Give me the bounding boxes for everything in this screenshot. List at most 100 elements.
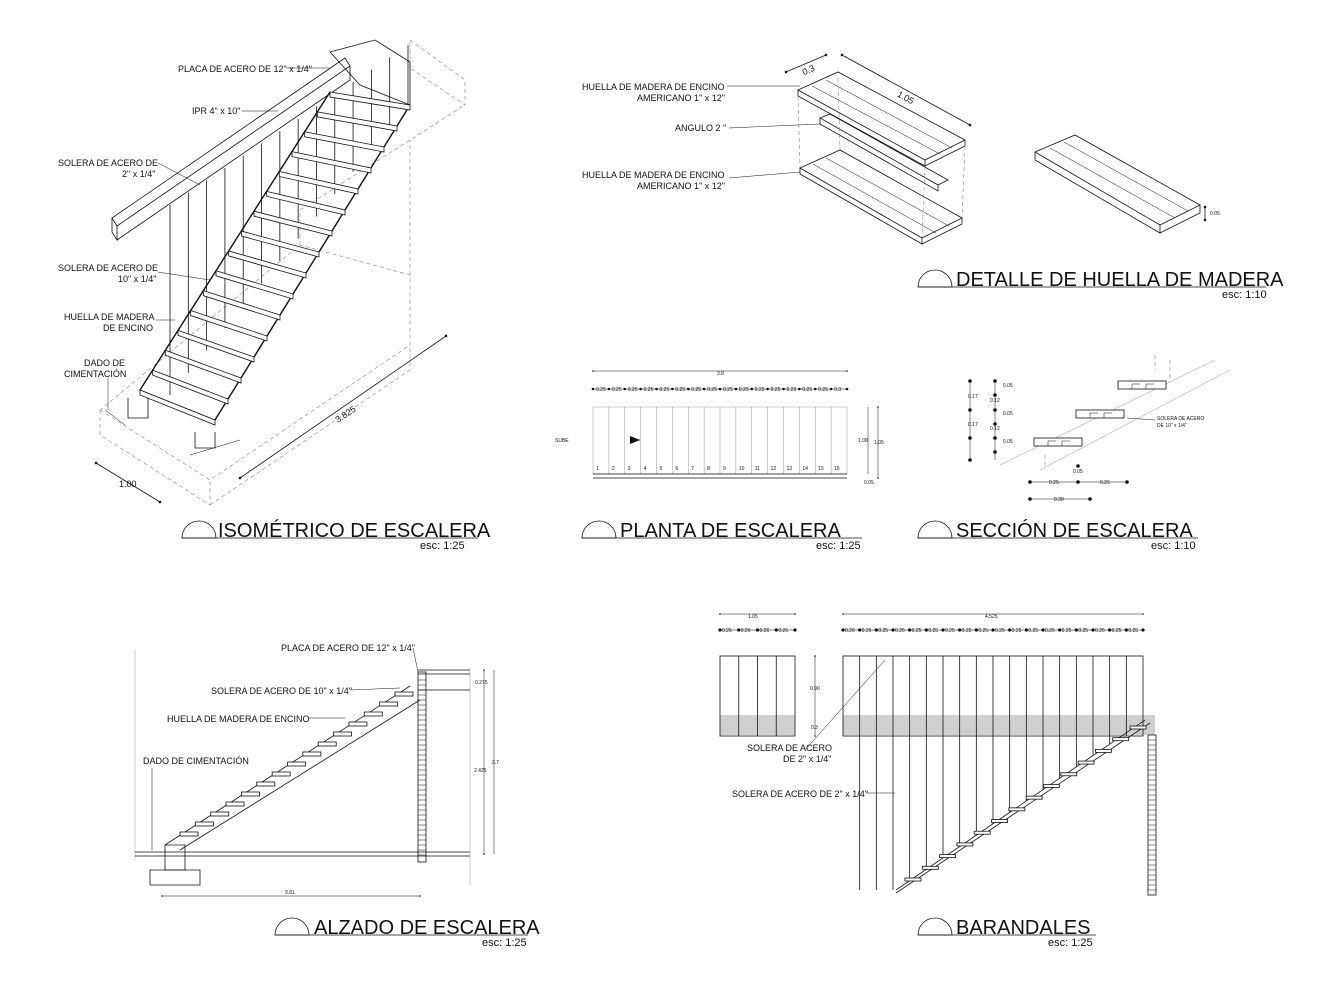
barandal-dimension-dots: [718, 628, 1145, 632]
barandal-step: [1094, 748, 1112, 753]
iso-label-huella-l1: HUELLA DE MADERA: [64, 312, 155, 322]
barandal-right-spacing-3: 0.25: [878, 628, 888, 634]
barandal-dim-dot: [1108, 628, 1112, 632]
seccion-dim-bottom-1: 0.05: [1073, 469, 1083, 475]
alzado-label-solera: SOLERA DE ACERO DE 10" x 1/4": [211, 686, 352, 696]
planta-step-10: 10: [739, 466, 745, 472]
barandal-right-spacing-12: 0.25: [1028, 628, 1038, 634]
iso-tread: [164, 349, 242, 384]
alzado-tread: [225, 801, 245, 807]
alzado-tread: [348, 721, 368, 727]
barandal-label-1-l2: DE 2" x 1/4": [783, 754, 831, 764]
planta-step-3: 3: [628, 466, 631, 472]
barandal-step: [921, 865, 939, 870]
planta-tick: [623, 387, 627, 391]
planta-tick: [813, 387, 817, 391]
barandal-title-block: BARANDALES esc: 1:25: [917, 917, 1096, 949]
barandal-step: [991, 819, 1008, 823]
barandal-right-spacing-16: 0.25: [1095, 628, 1105, 634]
planta-step-7: 7: [691, 466, 694, 472]
seccion-dim-left-2: 0.12: [990, 398, 1000, 404]
seccion-tread: [1033, 437, 1083, 447]
seccion-dim-dot: [993, 422, 997, 426]
barandal-dim-dot: [1074, 628, 1078, 632]
barandal-label-2: SOLERA DE ACERO DE 2" x 1/4": [732, 789, 868, 799]
barandal-right-spacing-7: 0.25: [945, 628, 955, 634]
barandal-step: [1025, 795, 1043, 800]
planta-tick: [591, 387, 595, 391]
barandal-step: [1077, 760, 1095, 765]
barandal-dim-dot: [1091, 628, 1095, 632]
alzado-tread: [317, 741, 337, 747]
iso-tread: [177, 329, 255, 363]
barandal-dim-dot: [891, 628, 895, 632]
planta-spacing-3: 0.25: [628, 387, 638, 393]
stair-section-drawing: [969, 355, 1231, 500]
seccion-dim-left-1: 0.17: [968, 394, 978, 400]
planta-spacing-14: 0.25: [802, 387, 812, 393]
seccion-dim-dot: [993, 450, 997, 454]
barandal-title: BARANDALES: [956, 917, 1091, 939]
barandal-dim-dot: [793, 628, 797, 632]
planta-step-4: 4: [644, 466, 647, 472]
barandal-right-spacing-4: 0.25: [895, 628, 905, 634]
planta-step-15: 15: [818, 466, 824, 472]
seccion-dim-dot: [1028, 480, 1032, 484]
seccion-dim-dot: [993, 393, 997, 397]
planta-spacing-7: 0.25: [691, 387, 701, 393]
iso-label-placa: PLACA DE ACERO DE 12" x 1/4": [178, 64, 312, 74]
alzado-tread: [333, 731, 352, 737]
planta-tick: [766, 387, 769, 391]
alzado-tread: [379, 701, 399, 707]
seccion-title-block: SECCIÓN DE ESCALERA esc: 1:10: [917, 519, 1198, 552]
iso-tread: [329, 91, 411, 111]
alzado-title: ALZADO DE ESCALERA: [314, 917, 540, 939]
barandal-dim-dot: [1008, 628, 1012, 632]
huella-dim-width: 0.3: [801, 63, 816, 77]
seccion-dim-dot: [1088, 497, 1092, 501]
planta-title-block: PLANTA DE ESCALERA esc: 1:25: [581, 520, 862, 552]
planta-step-2: 2: [612, 466, 615, 472]
iso-tread: [291, 151, 372, 174]
iso-label-solera-2-l2: 2" x 1/4": [122, 169, 155, 179]
seccion-dim-05-2: 0.05: [1003, 411, 1013, 417]
alzado-tread: [256, 781, 276, 787]
huella-title-block: DETALLE DE HUELLA DE MADERA esc: 1:10: [917, 269, 1284, 301]
seccion-tread: [1117, 380, 1167, 390]
barandal-right-spacing-15: 0.25: [1078, 628, 1088, 634]
seccion-angle: [1089, 412, 1112, 418]
iso-tread: [202, 290, 281, 321]
seccion-label-l2: DE 10" x 1/4": [1157, 423, 1187, 429]
barandal-dim-dot: [991, 628, 995, 632]
planta-tick: [702, 387, 706, 391]
seccion-angle: [1047, 440, 1070, 446]
iso-label-huella-l2: DE ENCINO: [103, 323, 153, 333]
iso-tread: [316, 111, 398, 132]
iso-dim-width: 1.00: [119, 479, 137, 489]
seccion-dimension-dots: [968, 379, 1129, 501]
seccion-dim-dot: [1076, 480, 1080, 484]
iso-tread: [253, 210, 333, 237]
barandal-step: [956, 842, 974, 847]
barandal-dim-dot: [1024, 628, 1028, 632]
seccion-dim-dot: [993, 379, 997, 383]
alzado-tread: [363, 711, 383, 717]
alzado-tread: [210, 811, 230, 817]
planta-spacing-16: 0.3: [834, 387, 841, 393]
barandal-dim-dot: [737, 628, 741, 632]
iso-tread: [152, 369, 229, 405]
seccion-dim-bottom-2: 0.25: [1049, 480, 1059, 486]
iso-tread: [266, 190, 346, 216]
planta-spacing-15: 0.25: [818, 387, 828, 393]
alzado-label-dado: DADO DE CIMENTACIÓN: [143, 756, 249, 766]
planta-spacing-8: 0.25: [707, 387, 717, 393]
planta-spacing-9: 0.25: [723, 387, 733, 393]
barandal-dim-dot: [908, 628, 912, 632]
huella-label-1-l2: AMERICANO 1" x 12": [637, 93, 725, 103]
huella-dim-thick: 0.05: [1210, 211, 1220, 217]
barandal-left-spacing-1: 0.26: [722, 628, 732, 634]
planta-side-dim-1: 1.00: [858, 438, 868, 444]
huella-title: DETALLE DE HUELLA DE MADERA: [956, 269, 1284, 291]
